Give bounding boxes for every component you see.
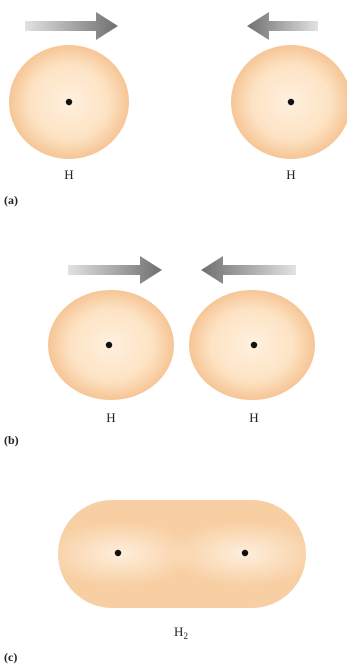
- nucleus-dot-icon: [106, 342, 112, 348]
- nucleus-dot-icon: [242, 550, 248, 556]
- atom-label-left: H: [64, 168, 73, 181]
- atom-label-right: H: [249, 411, 258, 424]
- panel-label-b: (b): [4, 434, 19, 447]
- nucleus-dot-icon: [288, 99, 294, 105]
- molecule-label: H2: [174, 625, 188, 638]
- atom-label-right: H: [286, 168, 295, 181]
- panel-c-graphics: [58, 500, 306, 608]
- arrow-right-icon: [25, 12, 118, 40]
- arrow-left-icon: [247, 12, 318, 40]
- panel-a-graphics: [9, 12, 347, 159]
- atom-label-left: H: [106, 411, 115, 424]
- nucleus-dot-icon: [115, 550, 121, 556]
- nucleus-dot-icon: [66, 99, 72, 105]
- panel-b-graphics: [48, 256, 315, 400]
- arrow-right-icon: [68, 256, 162, 284]
- arrow-left-icon: [201, 256, 296, 284]
- nucleus-dot-icon: [251, 342, 257, 348]
- panel-label-c: (c): [4, 651, 17, 664]
- panel-label-a: (a): [4, 194, 18, 207]
